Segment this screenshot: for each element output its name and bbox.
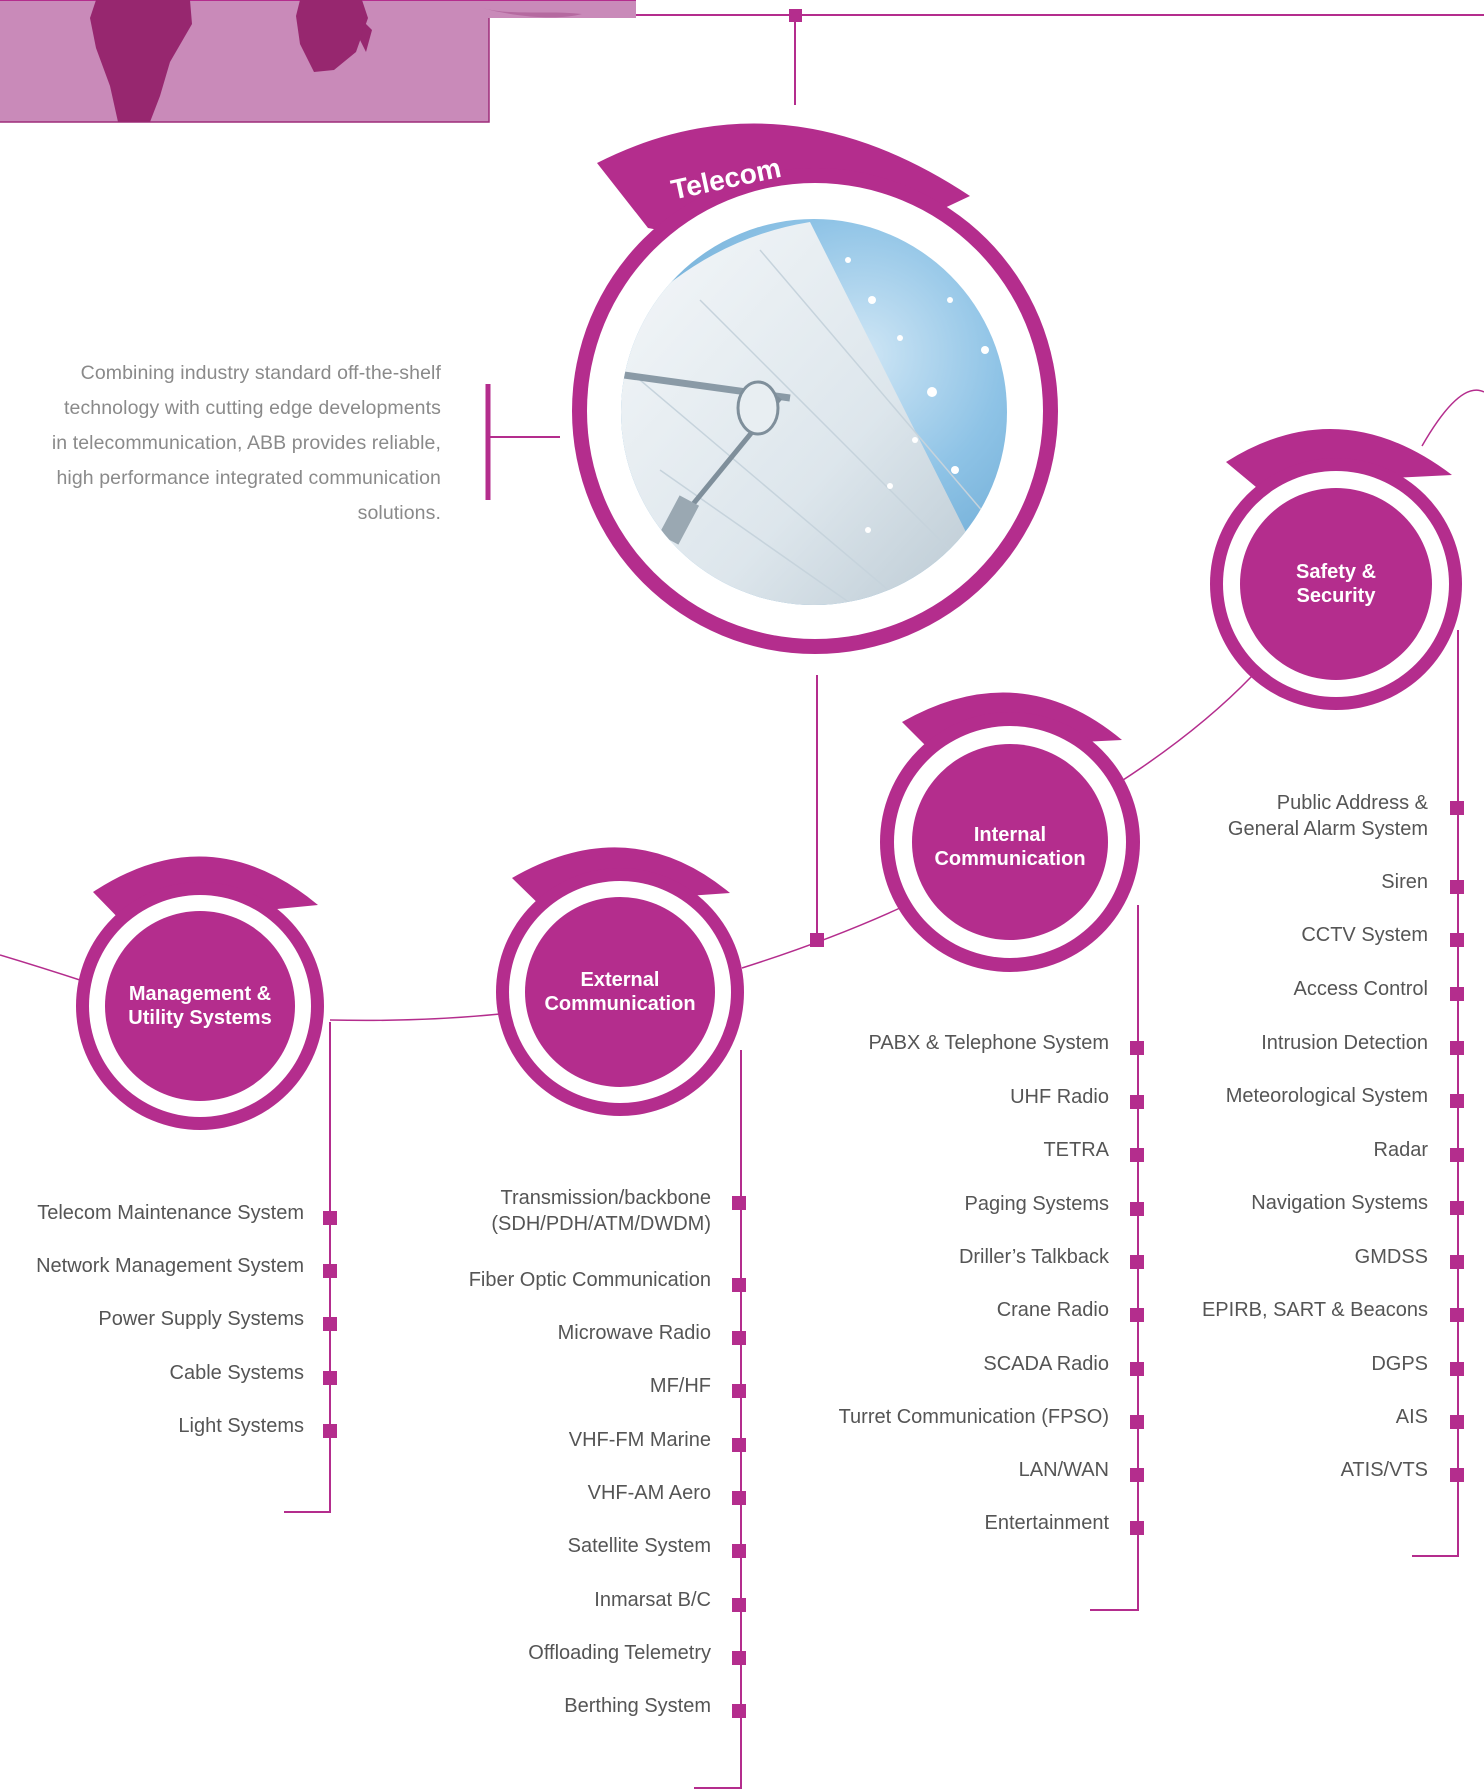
satellite-dish-photo (621, 219, 1007, 605)
safety-item-label: Intrusion Detection (1261, 1032, 1428, 1054)
external-item-label: VHF-FM Marine (568, 1429, 711, 1451)
internal-item-bullet (1130, 1148, 1144, 1162)
safety-hub (1210, 428, 1462, 710)
safety-item-bullet (1450, 1362, 1464, 1376)
safety-item-bullet (1450, 880, 1464, 894)
safety-item-label: ATIS/VTS (1340, 1459, 1428, 1481)
internal-item-bullet (1130, 1362, 1144, 1376)
safety-item-bullet (1450, 1415, 1464, 1429)
management-item-bullet (323, 1424, 337, 1438)
internal-item-bullet (1130, 1521, 1144, 1535)
external-item-bullet (732, 1491, 746, 1505)
internal-item-bullet (1130, 1095, 1144, 1109)
safety-item-bullet (1450, 1041, 1464, 1055)
safety-item-bullet (1450, 1468, 1464, 1482)
internal-item-bullet (1130, 1255, 1144, 1269)
internal-item-bullet (1130, 1415, 1144, 1429)
internal-item-label: SCADA Radio (983, 1353, 1109, 1375)
internal-item-bullet (1130, 1468, 1144, 1482)
external-item-bullet (732, 1278, 746, 1292)
safety-item-bullet (1450, 801, 1464, 815)
safety-item-label: Meteorological System (1225, 1085, 1428, 1107)
safety-item-label: AIS (1395, 1406, 1428, 1428)
world-map-panel (0, 0, 636, 123)
internal-item-label: Paging Systems (964, 1193, 1109, 1215)
safety-item-label: Navigation Systems (1251, 1192, 1428, 1214)
safety-item-bullet (1450, 1148, 1464, 1162)
external-item-label: Fiber Optic Communication (468, 1269, 711, 1291)
management-item-label: Network Management System (36, 1255, 304, 1277)
management-item-label: Telecom Maintenance System (37, 1202, 304, 1224)
management-item-bullet (323, 1211, 337, 1225)
safety-item-label: CCTV System (1301, 924, 1428, 946)
management-item-label: Cable Systems (169, 1362, 305, 1384)
internal-item-label: LAN/WAN (1018, 1459, 1109, 1481)
external-item-bullet (732, 1196, 746, 1210)
telecom-hub: Telecom (572, 123, 1058, 654)
internal-item-label: TETRA (1043, 1139, 1109, 1161)
safety-item-bullet (1450, 1201, 1464, 1215)
safety-item-bullet (1450, 1094, 1464, 1108)
external-item-label: Berthing System (564, 1695, 711, 1717)
safety-item-bullet (1450, 987, 1464, 1001)
internal-item-label: Turret Communication (FPSO) (838, 1406, 1109, 1428)
external-item-bullet (732, 1651, 746, 1665)
external-item-label: Transmission/backbone (SDH/PDH/ATM/DWDM) (491, 1187, 711, 1235)
internal-item-label: PABX & Telephone System (868, 1032, 1109, 1054)
management-hub-label: Management & Utility Systems (128, 983, 272, 1029)
safety-item-label: Public Address & General Alarm System (1227, 792, 1428, 840)
internal-item-label: Entertainment (984, 1512, 1109, 1534)
management-hub (76, 856, 324, 1130)
internal-item-label: Driller’s Talkback (958, 1246, 1109, 1268)
safety-item-bullet (1450, 933, 1464, 947)
safety-item-label: Radar (1373, 1139, 1428, 1161)
external-item-label: Satellite System (567, 1535, 711, 1557)
management-item-label: Power Supply Systems (98, 1308, 304, 1330)
management-item-label: Light Systems (178, 1415, 304, 1437)
external-item-label: Offloading Telemetry (528, 1642, 711, 1664)
internal-hub (880, 692, 1140, 972)
internal-item-label: UHF Radio (1010, 1086, 1109, 1108)
safety-item-label: Access Control (1293, 978, 1429, 1000)
external-item-bullet (732, 1438, 746, 1452)
safety-item-label: DGPS (1371, 1353, 1428, 1375)
external-item-label: VHF-AM Aero (587, 1482, 711, 1504)
internal-item-bullet (1130, 1308, 1144, 1322)
management-item-bullet (323, 1371, 337, 1385)
internal-item-bullet (1130, 1202, 1144, 1216)
intro-text: Combining industry standard off-the-shel… (51, 362, 441, 524)
external-item-bullet (732, 1331, 746, 1345)
management-item-bullet (323, 1317, 337, 1331)
internal-item-bullet (1130, 1041, 1144, 1055)
safety-item-label: GMDSS (1354, 1246, 1428, 1268)
external-item-bullet (732, 1704, 746, 1718)
management-item-bullet (323, 1264, 337, 1278)
external-item-bullet (732, 1384, 746, 1398)
internal-item-label: Crane Radio (996, 1299, 1109, 1321)
safety-hub-label: Safety & Security (1295, 561, 1377, 607)
internal-hub-label: Internal Communication (934, 824, 1086, 870)
safety-item-bullet (1450, 1308, 1464, 1322)
external-item-label: Inmarsat B/C (594, 1589, 711, 1611)
external-hub-label: External Communication (544, 969, 696, 1015)
external-item-bullet (732, 1598, 746, 1612)
external-item-label: Microwave Radio (557, 1322, 711, 1344)
safety-item-bullet (1450, 1255, 1464, 1269)
external-item-label: MF/HF (649, 1375, 711, 1397)
safety-item-label: Siren (1381, 871, 1428, 893)
safety-item-label: EPIRB, SART & Beacons (1201, 1299, 1428, 1321)
external-hub (496, 847, 744, 1116)
external-item-bullet (732, 1544, 746, 1558)
